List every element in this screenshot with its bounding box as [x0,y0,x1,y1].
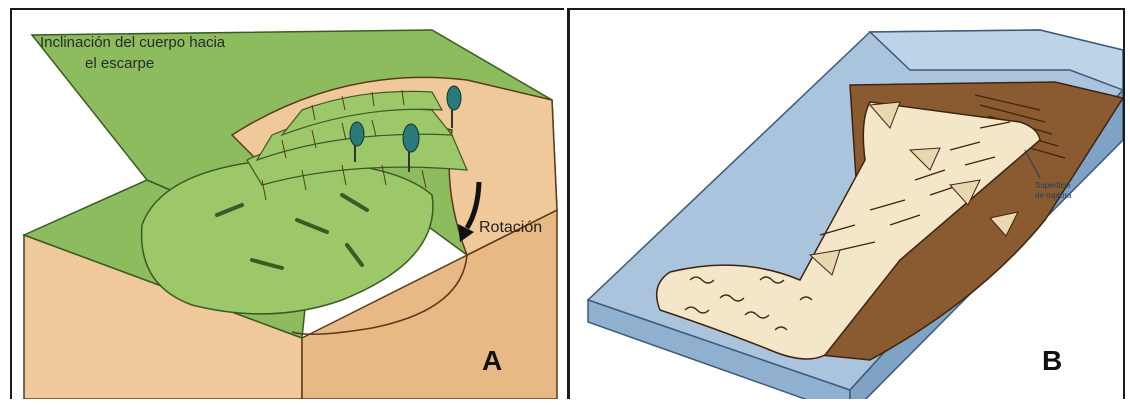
rotation-label: Rotación [479,219,542,236]
tree-icons [349,85,462,172]
rupture-label-line-1: Superficie [1035,181,1071,190]
slump-body [140,159,434,315]
translational-slide-diagram: Superficie de ruptura B [586,29,1123,399]
upper-cliff [868,29,1123,91]
rotation-arrow [458,181,482,242]
surface-cracks [215,193,369,270]
title-line-1: Inclinación del cuerpo hacia [40,34,226,51]
rupture-label-line-2: de ruptura [1035,191,1072,200]
title-line-2: el escarpe [85,55,154,72]
debris-body [655,101,1041,360]
rupture-label-pointer [1024,149,1041,179]
panel-letter-a: A [482,345,502,376]
panel-b-translational-slide: Superficie de ruptura B [567,8,1125,399]
tree-icon [446,85,462,128]
panel-letter-b: B [1042,345,1062,376]
slip-surface-curve [291,254,468,335]
base-slab-front [587,298,851,399]
transverse-ridges [808,101,1019,276]
terrace-3 [280,90,444,137]
scarp-hatching [261,89,427,201]
tree-icon [349,121,365,162]
rotational-slide-diagram: Inclinación del cuerpo hacia el escarpe … [22,29,558,399]
panel-a-rotational-slide: Inclinación del cuerpo hacia el escarpe … [10,8,564,399]
tree-icon [402,123,420,172]
